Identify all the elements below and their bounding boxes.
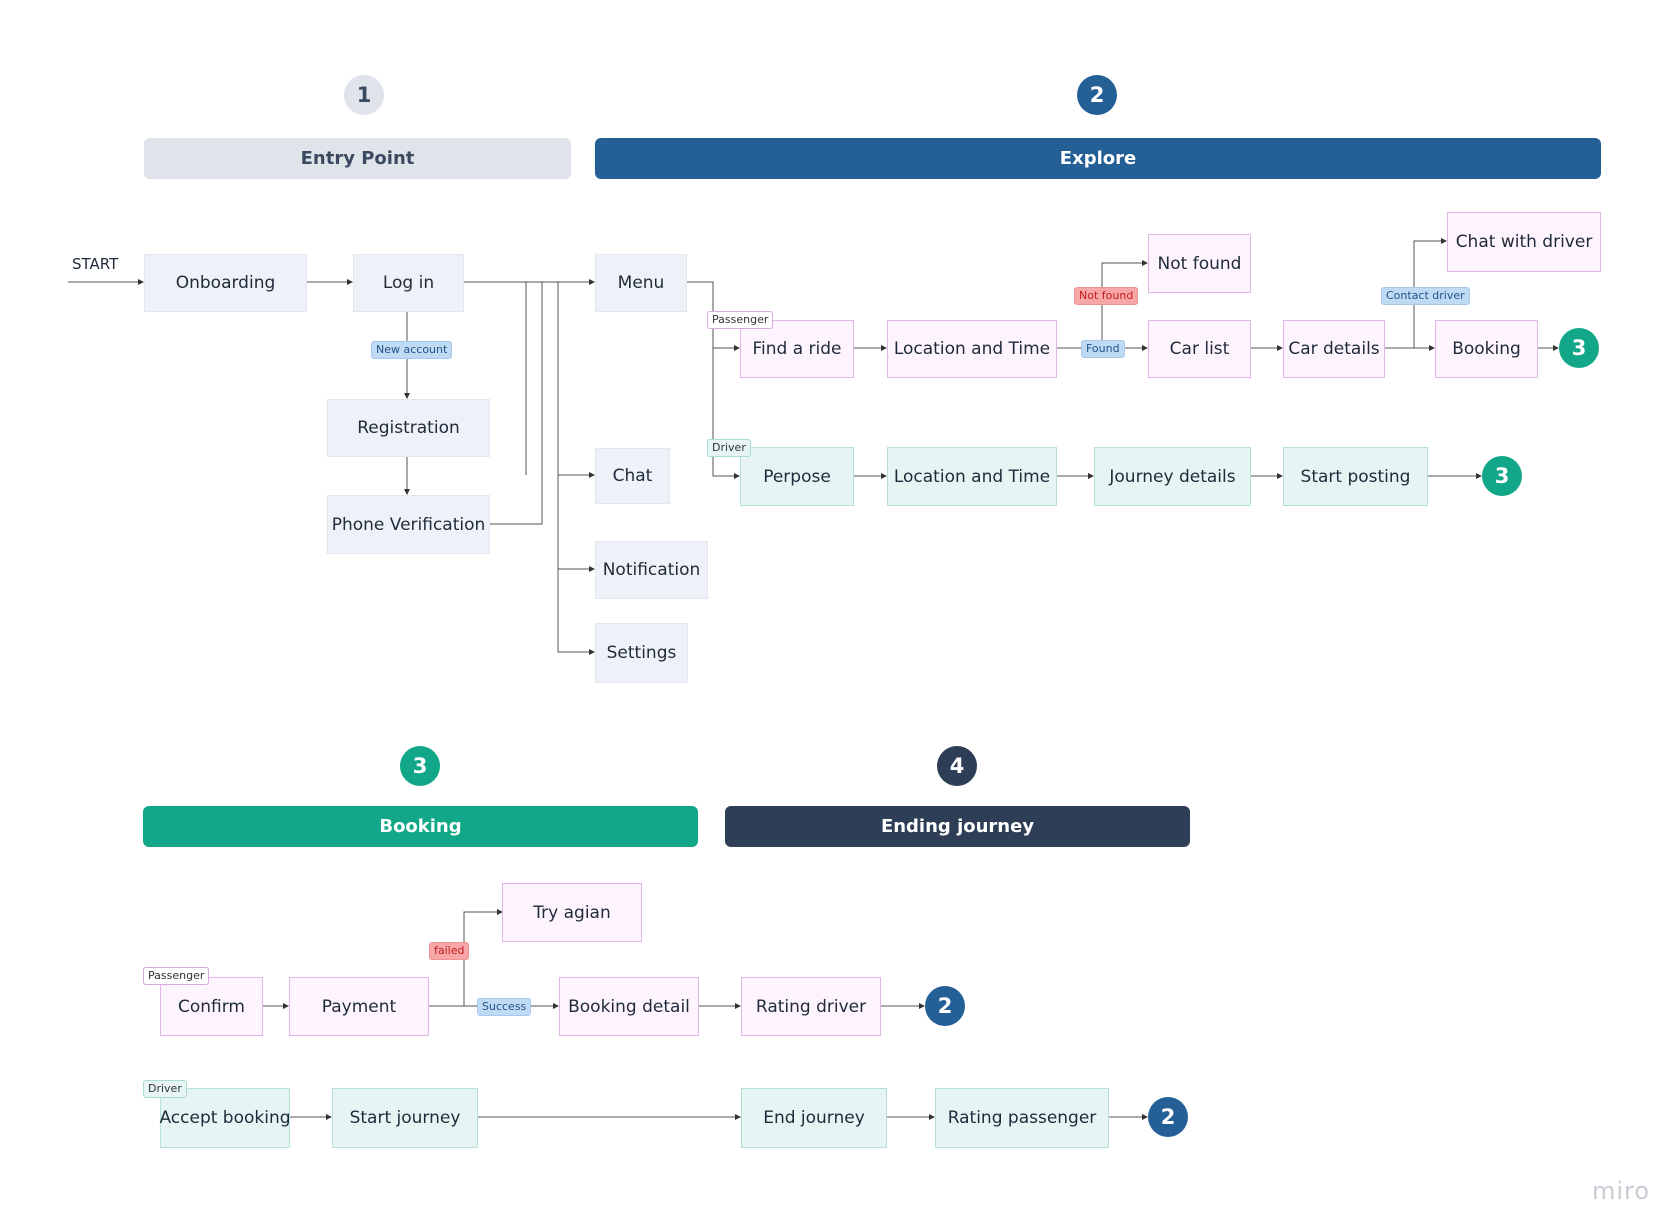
- section-3-number: 3: [400, 746, 440, 786]
- node-menu[interactable]: Menu: [595, 254, 687, 312]
- tag-contact-driver: Contact driver: [1381, 287, 1470, 305]
- node-chat-with-driver[interactable]: Chat with driver: [1447, 212, 1601, 272]
- node-location-and-time-driver[interactable]: Location and Time: [887, 447, 1057, 506]
- node-accept-booking[interactable]: Accept booking: [159, 1088, 291, 1148]
- tag-failed: failed: [429, 942, 470, 960]
- node-car-details[interactable]: Car details: [1283, 320, 1385, 378]
- node-notification[interactable]: Notification: [595, 541, 708, 599]
- node-start-journey[interactable]: Start journey: [332, 1088, 478, 1148]
- node-end-journey[interactable]: End journey: [741, 1088, 887, 1148]
- tag-new-account: New account: [371, 341, 453, 359]
- node-journey-details[interactable]: Journey details: [1094, 447, 1251, 506]
- node-find-a-ride[interactable]: Find a ride: [740, 320, 854, 378]
- node-try-again[interactable]: Try agian: [502, 883, 642, 942]
- node-perpose[interactable]: Perpose: [740, 447, 854, 506]
- goto-section-2-passenger[interactable]: 2: [925, 986, 965, 1026]
- node-rating-driver[interactable]: Rating driver: [741, 977, 881, 1036]
- section-explore-header: Explore: [595, 138, 1601, 179]
- tag-found: Found: [1081, 340, 1125, 358]
- node-not-found[interactable]: Not found: [1148, 234, 1251, 293]
- node-booking[interactable]: Booking: [1435, 320, 1538, 378]
- tag-driver-booking: Driver: [143, 1080, 187, 1098]
- node-payment[interactable]: Payment: [289, 977, 429, 1036]
- section-ending-journey-header: Ending journey: [725, 806, 1190, 847]
- node-rating-passenger[interactable]: Rating passenger: [935, 1088, 1109, 1148]
- node-confirm[interactable]: Confirm: [160, 977, 263, 1036]
- goto-section-3-passenger[interactable]: 3: [1559, 328, 1599, 368]
- tag-driver: Driver: [707, 439, 751, 457]
- tag-passenger-booking: Passenger: [143, 967, 210, 985]
- miro-logo: miro: [1592, 1177, 1651, 1205]
- section-2-number: 2: [1077, 75, 1117, 115]
- section-4-number: 4: [937, 746, 977, 786]
- tag-success: Success: [477, 998, 532, 1016]
- node-registration[interactable]: Registration: [327, 399, 490, 457]
- goto-section-3-driver[interactable]: 3: [1482, 456, 1522, 496]
- node-start-posting[interactable]: Start posting: [1283, 447, 1428, 506]
- node-settings[interactable]: Settings: [595, 623, 688, 683]
- section-1-number: 1: [344, 75, 384, 115]
- node-car-list[interactable]: Car list: [1148, 320, 1251, 378]
- tag-passenger: Passenger: [707, 311, 774, 329]
- node-location-and-time-passenger[interactable]: Location and Time: [887, 320, 1057, 378]
- node-phone-verification[interactable]: Phone Verification: [327, 495, 490, 554]
- section-entry-point-header: Entry Point: [144, 138, 571, 179]
- node-chat[interactable]: Chat: [595, 448, 670, 504]
- goto-section-2-driver[interactable]: 2: [1148, 1097, 1188, 1137]
- start-label: START: [72, 255, 119, 273]
- node-onboarding[interactable]: Onboarding: [144, 254, 307, 312]
- node-booking-detail[interactable]: Booking detail: [559, 977, 699, 1036]
- tag-not-found: Not found: [1074, 287, 1139, 305]
- node-login[interactable]: Log in: [353, 254, 464, 312]
- section-booking-header: Booking: [143, 806, 698, 847]
